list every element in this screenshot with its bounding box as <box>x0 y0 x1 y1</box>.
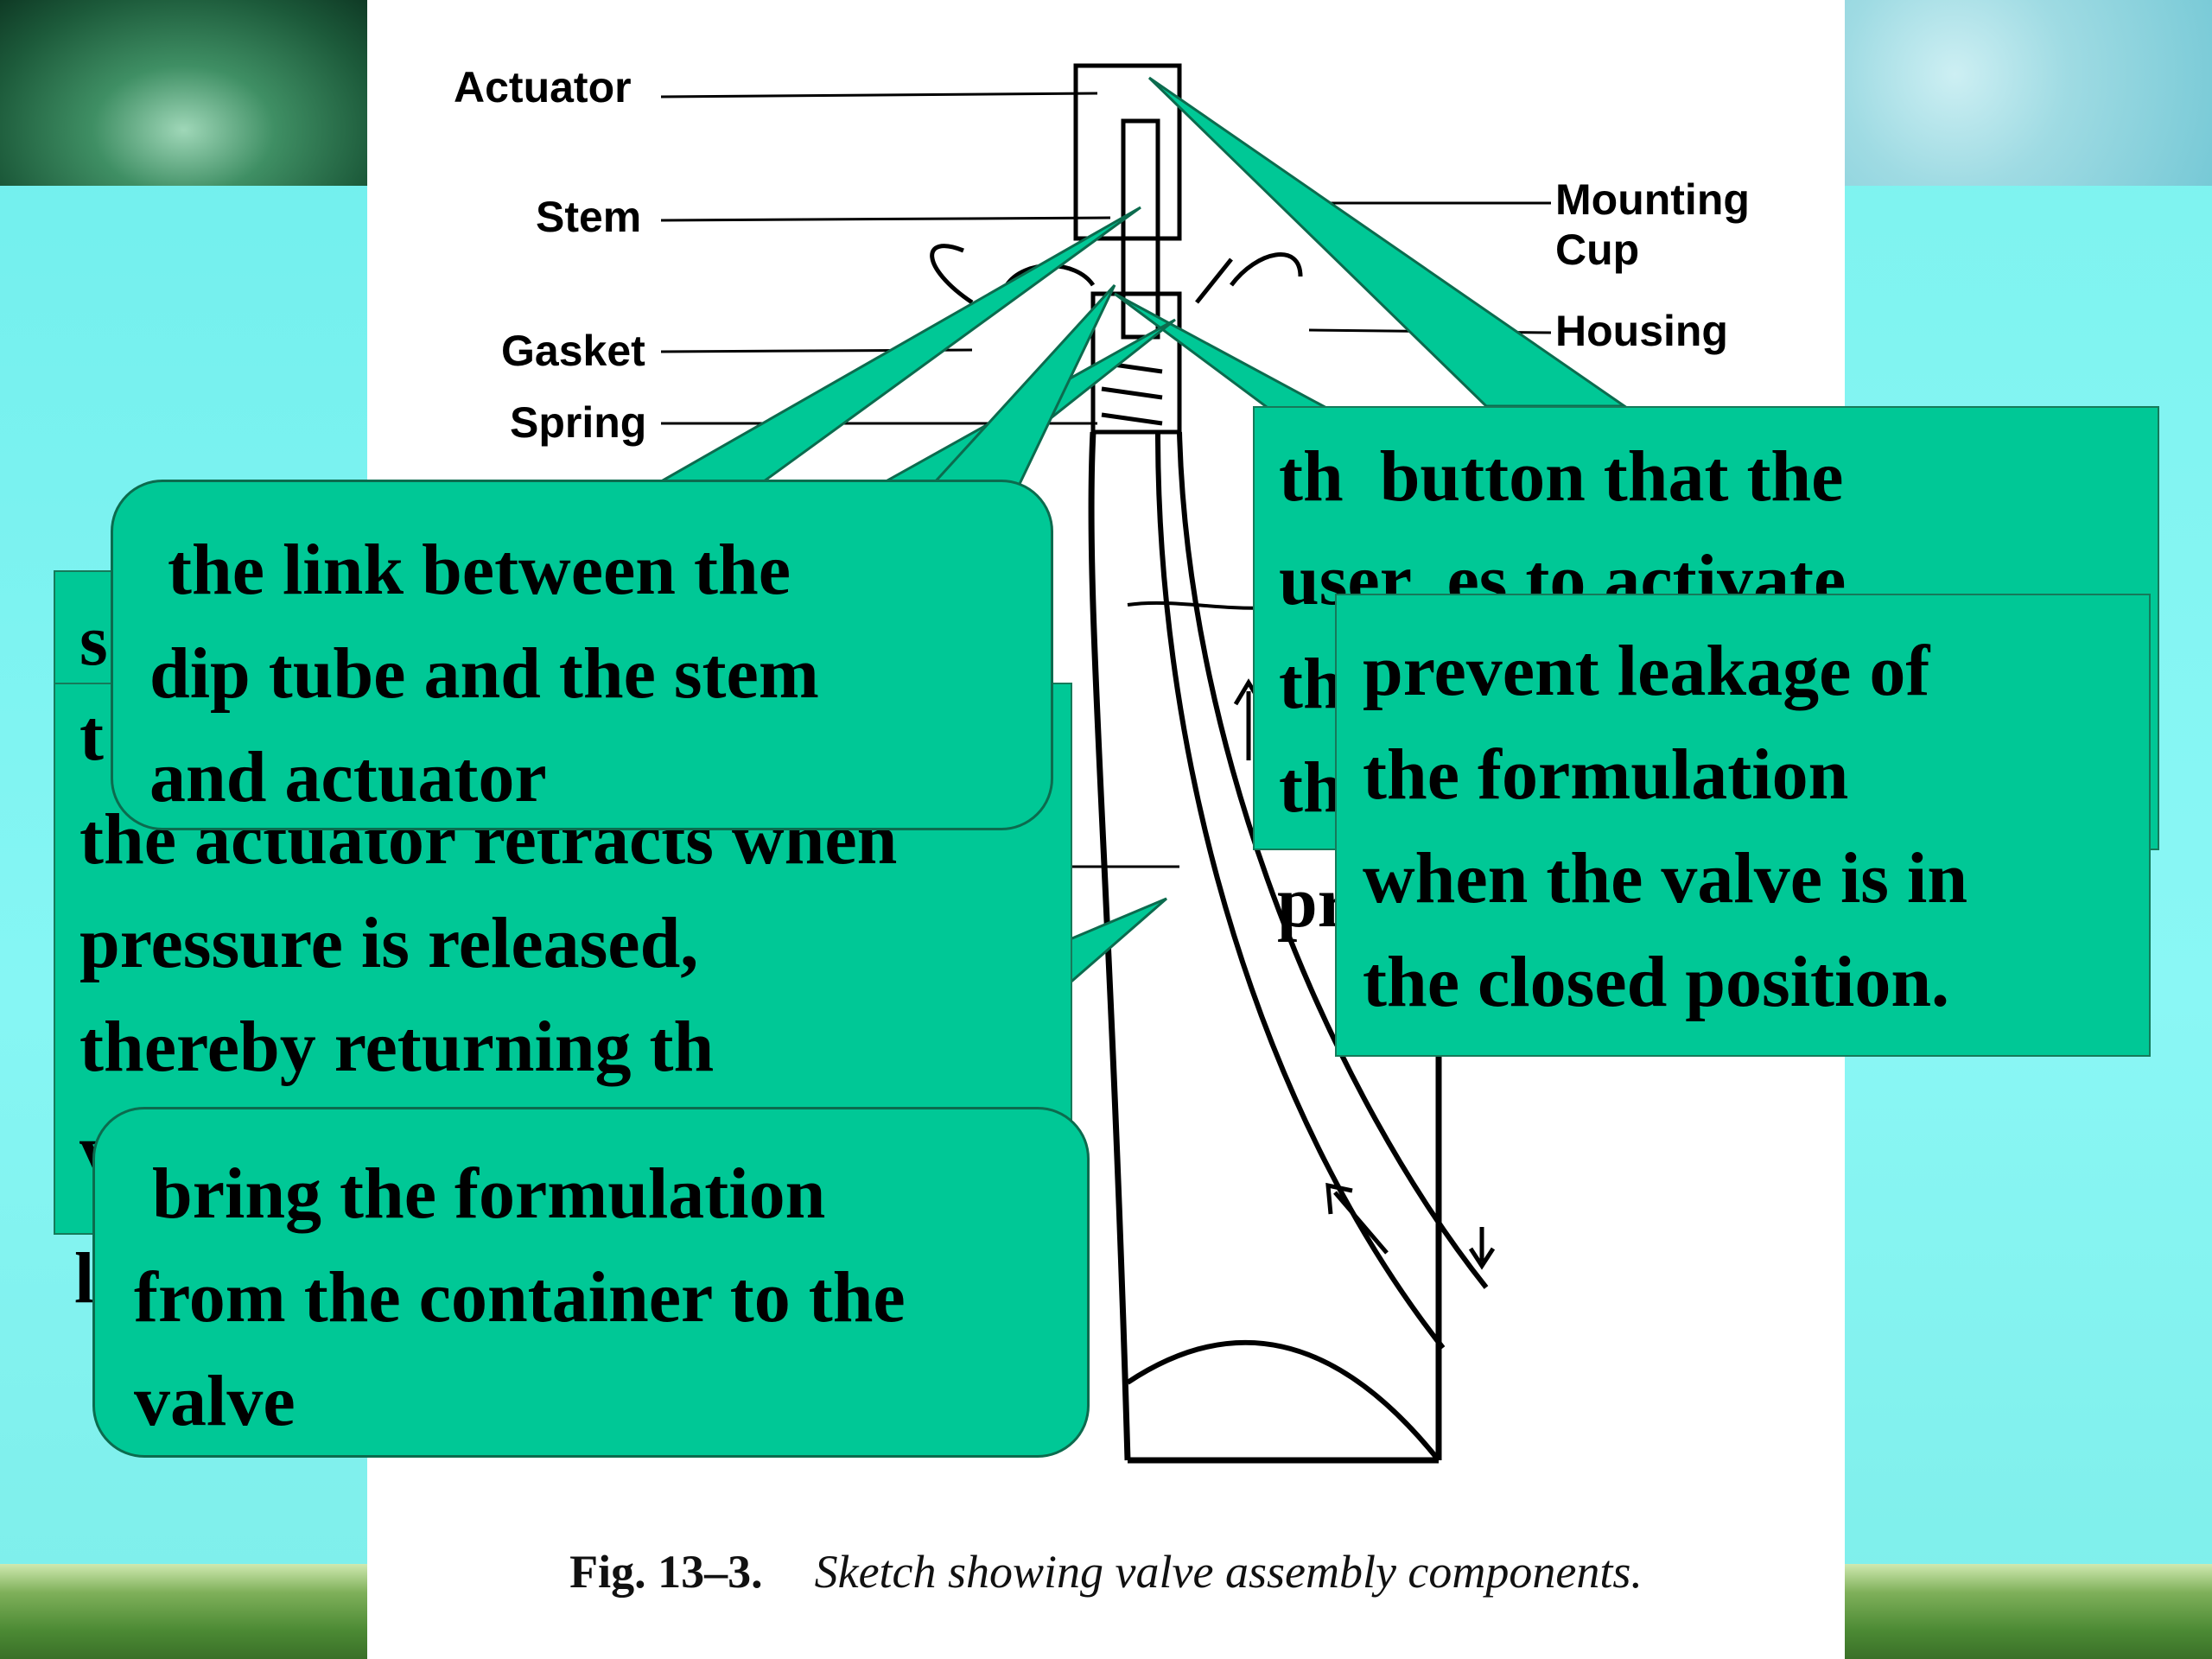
diptube-callout-text: bring the formulation from the container… <box>134 1154 906 1441</box>
diptube-callout: bring the formulation from the container… <box>92 1107 1090 1458</box>
stem-callout-text: the link between the dip tube and the st… <box>149 530 819 817</box>
caption-number: Fig. 13–3. <box>569 1546 763 1598</box>
label-stem: Stem <box>536 193 641 241</box>
caption-text: Sketch showing valve assembly components… <box>814 1546 1643 1598</box>
label-housing: Housing <box>1555 307 1728 355</box>
mounting-cup-right-shape <box>1195 252 1303 304</box>
label-gasket: Gasket <box>501 327 645 375</box>
dip-tube-inner <box>1155 431 1446 1350</box>
gasket-callout-text: prevent leakage of the formulation when … <box>1363 631 1968 1022</box>
spring-callout-stray: l <box>74 1238 95 1319</box>
gasket-callout: prevent leakage of the formulation when … <box>1335 594 2151 1057</box>
water-drop-image <box>0 0 367 186</box>
dip-tube-outer <box>1177 431 1489 1289</box>
down-arrow <box>1468 1227 1496 1270</box>
label-mounting: Mounting <box>1555 175 1750 224</box>
label-spring: Spring <box>510 398 646 447</box>
can-left-wall <box>1088 431 1131 1461</box>
spring-callout-partial: s <box>79 601 108 681</box>
can-base-dome <box>1126 1339 1441 1462</box>
housing-shape <box>1090 291 1182 435</box>
figure-caption: Fig. 13–3. Sketch showing valve assembly … <box>367 1545 1845 1599</box>
grass-strip-left <box>0 1564 367 1659</box>
label-actuator: Actuator <box>454 63 632 111</box>
actuator-shape <box>1073 63 1182 241</box>
water-droplets-image <box>1845 0 2212 186</box>
grass-strip-right <box>1845 1564 2212 1659</box>
label-cup: Cup <box>1555 226 1639 274</box>
flow-arrow <box>1325 1182 1389 1255</box>
stem-callout: the link between the dip tube and the st… <box>111 480 1053 830</box>
actuator-callout-text: th button that the user es to activate t… <box>1279 436 1847 828</box>
stem-shape <box>1121 118 1160 340</box>
